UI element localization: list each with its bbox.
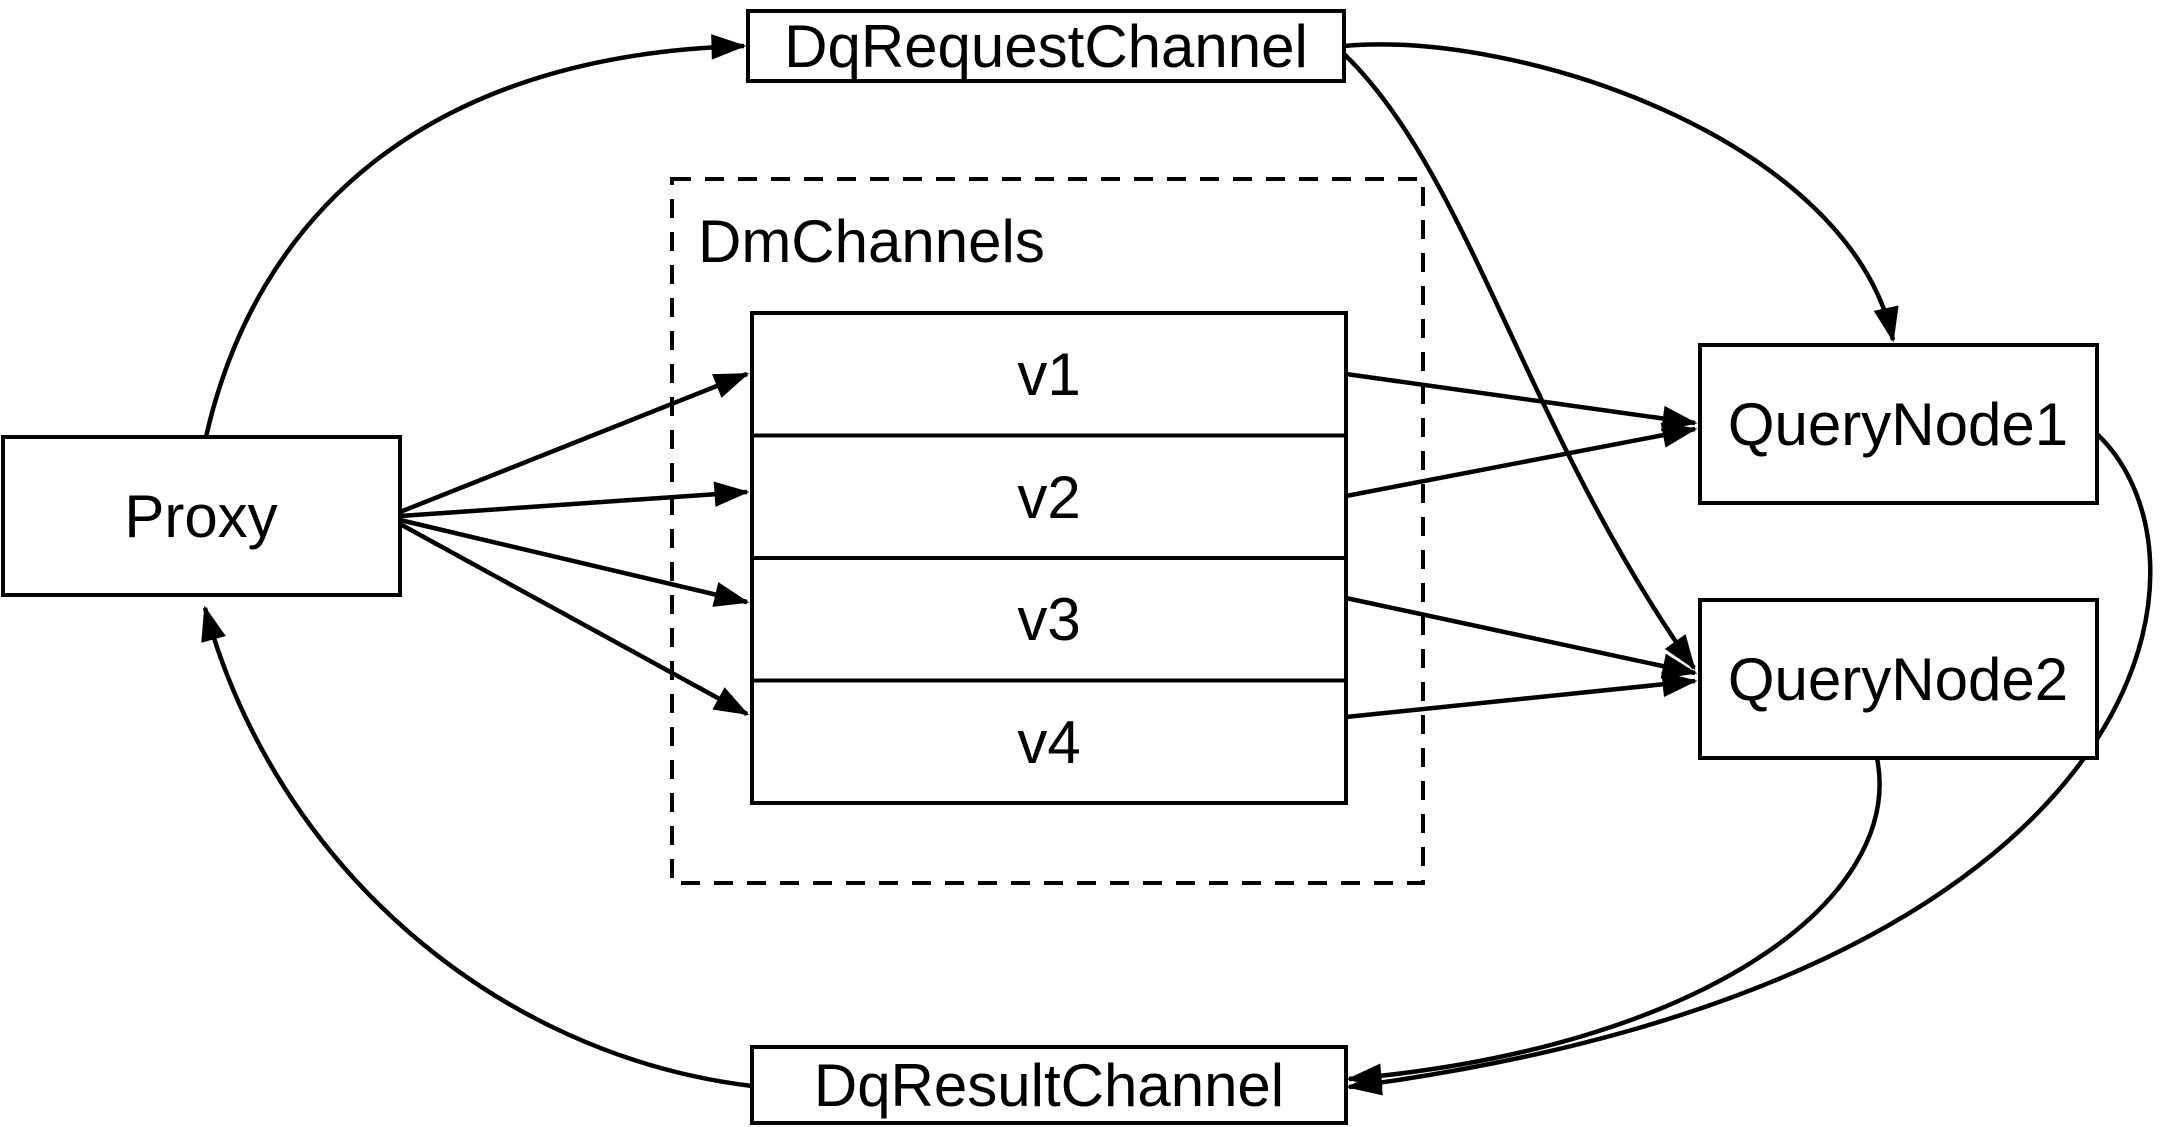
edge-v3-to-querynode2 <box>1345 595 1698 679</box>
edge-proxy-to-v3 <box>399 517 750 607</box>
edge-v2-to-querynode1 <box>1345 422 1698 499</box>
channel-row-v4-label: v4 <box>1017 709 1080 776</box>
dqrequestchannel-box <box>746 9 1346 83</box>
edge-proxy-to-v2 <box>399 481 750 519</box>
querynode1-label: QueryNode1 <box>1728 391 2068 458</box>
channel-row-v3-label: v3 <box>1017 586 1080 653</box>
dmchannels-group-box <box>670 177 1425 885</box>
channel-row-v1-label: v1 <box>1017 341 1080 408</box>
edge-querynode2-to-dqresultchannel <box>1346 757 1882 1089</box>
node-dqrequestchannel: DqRequestChannel <box>746 9 1346 83</box>
node-dqresultchannel: DqResultChannel <box>750 1045 1348 1125</box>
querynode2-label: QueryNode2 <box>1728 646 2068 713</box>
dqresultchannel-label: DqResultChannel <box>814 1052 1284 1119</box>
node-proxy: Proxy <box>1 435 402 597</box>
proxy-box <box>1 435 402 597</box>
edge-dqrequestchannel-to-querynode2 <box>1342 52 1696 671</box>
edges <box>201 34 2153 1096</box>
dmchannels-group-label: DmChannels <box>698 208 1045 275</box>
dqrequestchannel-label: DqRequestChannel <box>784 13 1308 80</box>
channel-table: v1 v2 v3 v4 <box>750 311 1348 805</box>
edge-v4-to-querynode2 <box>1345 671 1698 720</box>
edge-proxy-to-dqrequestchannel <box>203 34 747 438</box>
edge-proxy-to-v1 <box>399 371 750 515</box>
edge-proxy-to-v4 <box>398 522 750 716</box>
querynode1-box <box>1698 343 2099 505</box>
node-querynode1: QueryNode1 <box>1698 343 2099 505</box>
node-querynode2: QueryNode2 <box>1698 598 2099 760</box>
proxy-label: Proxy <box>124 483 277 550</box>
channel-row-v2-label: v2 <box>1017 464 1080 531</box>
edge-v1-to-querynode1 <box>1345 371 1698 432</box>
edge-querynode1-to-dqresultchannel <box>1346 432 2153 1096</box>
edge-dqresultchannel-to-proxy <box>201 605 753 1089</box>
edge-dqrequestchannel-to-querynode1 <box>1343 42 1899 343</box>
querynode2-box <box>1698 598 2099 760</box>
dqresultchannel-box <box>750 1045 1348 1125</box>
